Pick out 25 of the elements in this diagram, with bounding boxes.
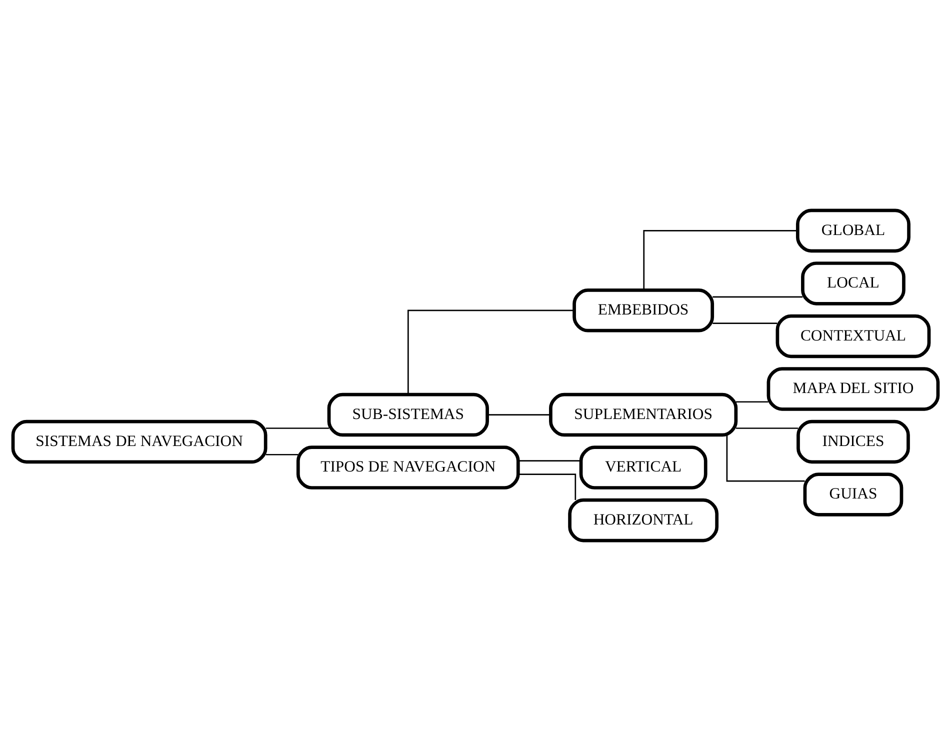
node-box: LOCAL	[801, 261, 906, 305]
connector	[726, 434, 805, 482]
connector	[736, 400, 768, 402]
node-box: SUPLEMENTARIOS	[549, 392, 738, 436]
node-box: SUB-SISTEMAS	[327, 392, 489, 436]
connector	[712, 322, 778, 324]
node-box: INDICES	[796, 419, 910, 464]
node-box: HORIZONTAL	[568, 498, 719, 542]
node-box: GLOBAL	[796, 208, 910, 252]
node-box: MAPA DEL SITIO	[766, 366, 940, 410]
connector	[266, 453, 298, 455]
connector	[266, 427, 329, 428]
node-box: VERTICAL	[579, 445, 708, 489]
connector	[518, 473, 576, 500]
node-box: EMBEBIDOS	[572, 288, 714, 332]
node-box: TIPOS DE NAVEGACION	[296, 445, 520, 489]
connector	[643, 230, 798, 290]
connector	[487, 414, 551, 415]
connector	[518, 460, 581, 461]
node-box: CONTEXTUAL	[776, 314, 931, 358]
connector	[712, 296, 803, 298]
connector	[736, 427, 798, 428]
connector	[407, 309, 574, 394]
node-box: SISTEMAS DE NAVEGACION	[11, 419, 268, 464]
node-box: GUIAS	[803, 472, 904, 516]
